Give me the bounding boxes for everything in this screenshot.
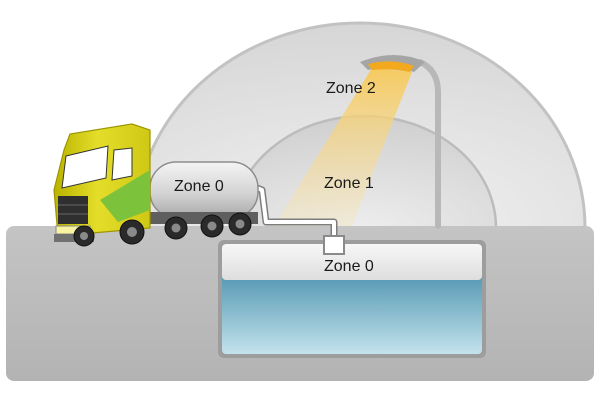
underground-tank [218, 240, 486, 358]
street-lamp-pole [417, 59, 441, 229]
truck-side-window [111, 147, 133, 181]
underground-tank-zone0-label: Zone 0 [324, 258, 374, 275]
street-lamp-head [360, 55, 425, 72]
truck-windshield [61, 145, 109, 189]
truck-stripe [100, 170, 150, 222]
truck-wheels [73, 212, 252, 247]
zone2-label: Zone 2 [326, 80, 376, 97]
tanker-truck [53, 123, 259, 247]
truck-tank-zone0-label: Zone 0 [174, 178, 224, 195]
truck-grille [58, 196, 88, 224]
zone1-label: Zone 1 [324, 175, 374, 192]
lamp-light-cone [274, 68, 412, 226]
